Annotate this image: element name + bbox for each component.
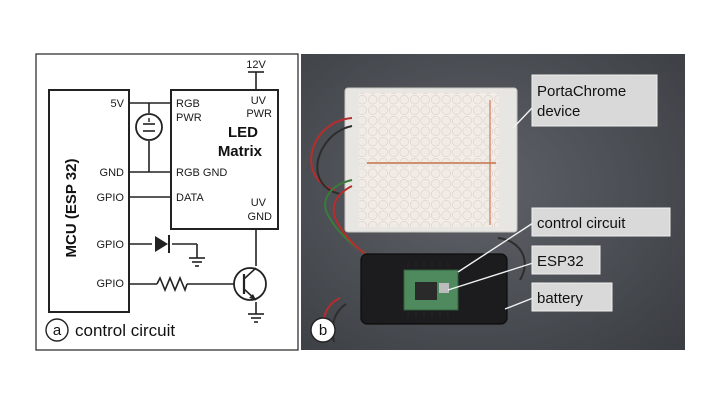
ground-symbol-transistor [248, 313, 264, 323]
capacitor-symbol [135, 113, 163, 141]
panel-a-caption: control circuit [75, 321, 175, 340]
callout-control-text: control circuit [537, 215, 626, 232]
pin-uv-pwr-1: UV [251, 95, 267, 107]
portachrome-device [344, 87, 518, 233]
callout-battery: battery [531, 282, 613, 312]
pin-data: DATA [176, 192, 204, 204]
callout-leaders [447, 107, 534, 310]
resistor-symbol [156, 275, 188, 293]
callout-control-circuit: control circuit [531, 207, 671, 237]
diode-symbol [155, 235, 170, 253]
callout-esp32-text: ESP32 [537, 253, 584, 270]
panel-a-badge [45, 318, 69, 342]
mcu-block [48, 89, 130, 313]
pin-uv-gnd-2: GND [248, 211, 273, 223]
pin-gpio-resistor: GPIO [96, 278, 124, 290]
pin-gpio-data: GPIO [96, 192, 124, 204]
mcu-label: MCU (ESP 32) [63, 159, 80, 258]
panel-a-badge-letter: a [53, 322, 62, 339]
callout-battery-text: battery [537, 290, 583, 307]
pin-uv-gnd-1: UV [251, 197, 267, 209]
ground-symbol-diode [189, 257, 205, 267]
panel-b-badge-letter: b [319, 322, 327, 339]
callout-device: PortaChrome device [531, 74, 658, 127]
wires [129, 102, 257, 314]
panel-b-photo: PortaChrome device control circuit ESP32… [301, 54, 685, 350]
panel-b-badge [310, 317, 336, 343]
led-matrix-label-1: LED [228, 124, 258, 141]
pin-rgb-gnd: RGB GND [176, 167, 227, 179]
led-matrix-label-2: Matrix [218, 143, 263, 160]
supply-12v-symbol [248, 71, 264, 90]
transistor-symbol [233, 267, 267, 301]
pin-uv-pwr-2: PWR [246, 108, 272, 120]
callout-device-line1: PortaChrome [537, 83, 626, 100]
led-matrix-block [170, 89, 279, 230]
pin-gnd: GND [100, 167, 125, 179]
supply-12v-label: 12V [246, 59, 266, 71]
pin-5v: 5V [111, 98, 125, 110]
control-circuit-board [403, 262, 459, 318]
callout-esp32: ESP32 [531, 245, 601, 275]
callout-device-line2: device [537, 103, 580, 120]
pin-rgb-pwr-2: PWR [176, 112, 202, 124]
pin-gpio-diode: GPIO [96, 239, 124, 251]
pin-rgb-pwr-1: RGB [176, 98, 200, 110]
panel-a-schematic: MCU (ESP 32) LED Matrix 5V GND GPIO GPIO… [35, 53, 299, 351]
